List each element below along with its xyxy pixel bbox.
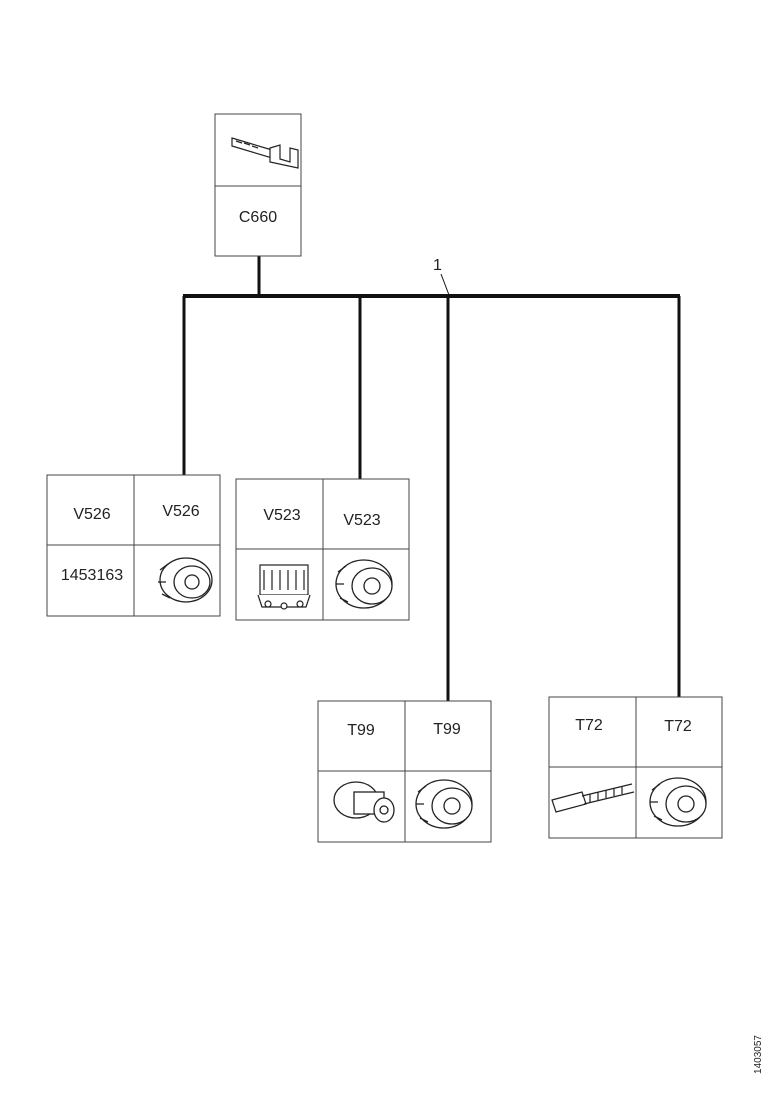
connector-group-t99: T99 T99 xyxy=(317,700,492,843)
callout-leader xyxy=(440,273,450,296)
connector-group-t72: T72 T72 xyxy=(548,696,723,839)
terminal-pin-icon xyxy=(231,137,299,169)
connector-code-right: V523 xyxy=(343,512,380,529)
connector-group-v523: V523 V523 xyxy=(235,478,410,621)
round-connector-icon xyxy=(415,779,473,829)
sensor-plug-icon xyxy=(333,781,395,823)
document-id: 1403057 xyxy=(753,1035,764,1074)
round-connector-icon xyxy=(335,559,393,609)
connector-code-right: T99 xyxy=(433,721,461,738)
round-connector-icon xyxy=(649,777,707,827)
connector-code-right: V526 xyxy=(162,503,199,520)
connector-code-left: V526 xyxy=(73,506,110,523)
connector-code-left: T99 xyxy=(347,722,375,739)
flat-connector-block-icon xyxy=(257,564,311,610)
harness-lines xyxy=(182,256,681,702)
round-connector-icon xyxy=(158,557,213,603)
connector-code-left: T72 xyxy=(575,717,603,734)
wire-terminal-icon xyxy=(551,783,635,813)
callout-label: 1 xyxy=(433,257,442,274)
connector-code-right: T72 xyxy=(664,718,692,735)
connector-group-v526: V526 V526 1453163 xyxy=(46,474,221,617)
connector-code: C660 xyxy=(239,209,277,226)
connector-box-c660: C660 xyxy=(214,113,302,257)
connector-code-left: V523 xyxy=(263,507,300,524)
part-number: 1453163 xyxy=(61,567,123,584)
